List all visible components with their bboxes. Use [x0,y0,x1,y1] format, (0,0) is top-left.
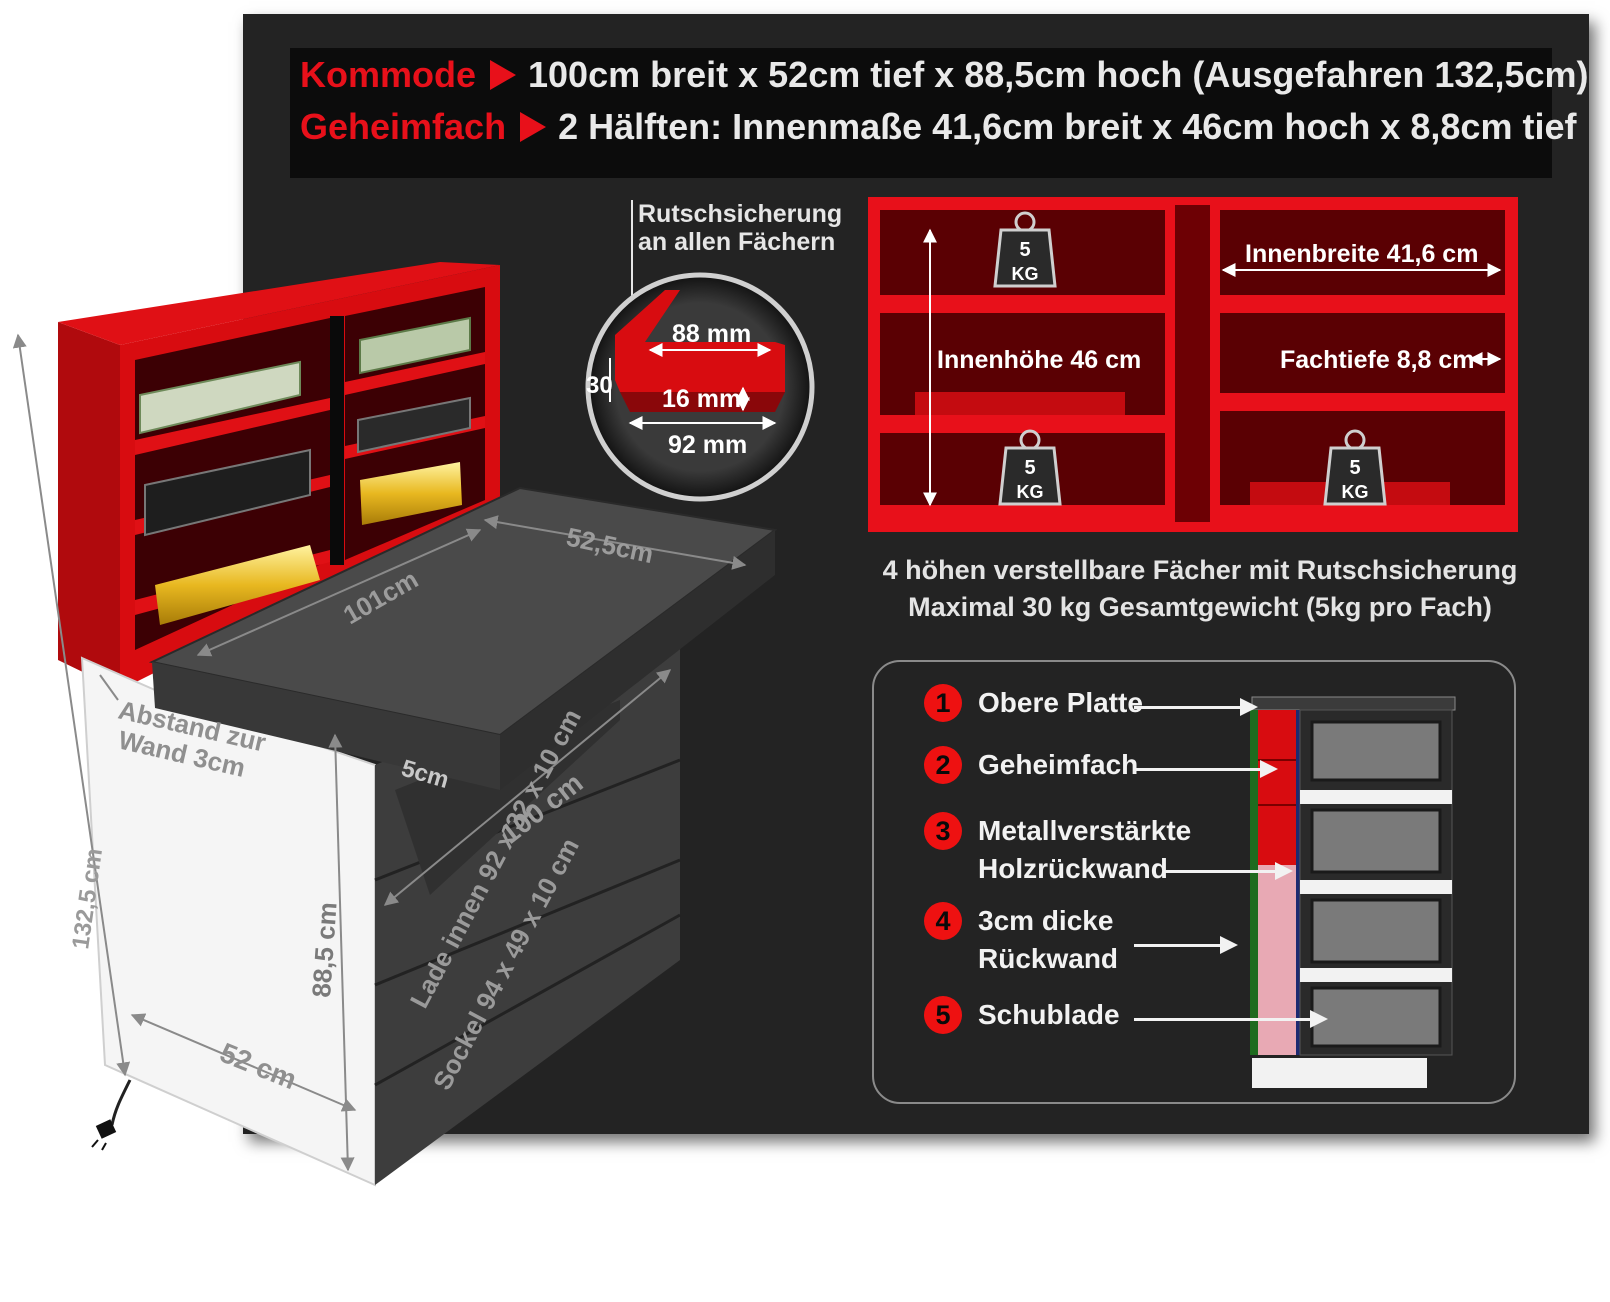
legend-label: Metallverstärkte Holzrückwand [978,812,1191,888]
anti-slip-lip [915,392,1125,415]
height-132-line [12,333,131,1077]
header-label-kommode: Kommode [300,54,477,95]
section-base [1252,1058,1427,1088]
weight-value: 5 [1349,457,1360,479]
weight-unit: KG [1342,482,1369,502]
dimensions-header: Kommode 100cm breit x 52cm tief x 88,5cm … [290,48,1589,178]
base-seam [374,913,681,1087]
legend-number: 5 [924,996,962,1034]
section-back-wall-green [1250,710,1258,1055]
legend-label-line: Rückwand [978,943,1119,974]
legend-arrow [1134,1010,1328,1028]
legend-panel: 1 Obere Platte 2 Geheimfach 3 Metallvers… [872,660,1516,1104]
weight-5kg-icon: 5 KG [1323,429,1387,506]
legend-arrow [1134,936,1238,954]
legend-item-2: 2 Geheimfach [924,746,1138,784]
legend-label-line: 3cm dicke [978,905,1114,936]
header-label-geheimfach: Geheimfach [300,106,507,147]
compartment-side-panel [58,322,120,690]
center-divider [1175,205,1210,522]
top-depth-line [483,515,747,570]
dim-height: 88,5 cm [306,901,343,998]
compartment-top-panel [58,262,500,345]
legend-number: 3 [924,812,962,850]
anti-slip-detail: Rutschsicherung an allen Fächern 88 mm 3… [585,200,842,502]
weight-5kg-icon: 5 KG [993,211,1057,288]
section-metal-plate [1296,710,1300,1055]
cabinet-illustration: 132,5 cm Abstand zur Wand 3cm 101cm 52,5… [12,262,778,1187]
gold-bars [360,462,462,525]
weight-value: 5 [1019,239,1030,261]
shelf [135,398,330,455]
cross-section-diagram [1250,696,1456,1088]
caption-line-2: Maximal 30 kg Gesamtgewicht (5kg pro Fac… [908,592,1492,622]
legend-number: 4 [924,902,962,940]
legend-label-line: Holzrückwand [978,853,1168,884]
legend-label: Geheimfach [978,749,1139,780]
header-line-kommode: Kommode 100cm breit x 52cm tief x 88,5cm … [300,54,1589,96]
caption-line-1: 4 höhen verstellbare Fächer mit Rutschsi… [882,555,1518,585]
shelf [1220,393,1505,411]
weight-value: 5 [1024,457,1035,479]
legend-label: 3cm dicke Rückwand [978,902,1118,978]
top-width-line [196,528,482,657]
watch-boxes [144,448,311,537]
legend-number: 2 [924,746,962,784]
legend-label: Schublade [978,999,1120,1030]
detail-lip: 16 mm [662,385,741,413]
shelf [880,295,1165,313]
section-secret-compartment [1258,710,1296,865]
legend-number: 1 [924,684,962,722]
shelf [1220,295,1505,313]
detail-title-1: Rutschsicherung [638,200,842,228]
banknotes-stack [139,360,301,435]
dollar-notes-stack [359,316,471,375]
detail-height: 30 [586,372,613,399]
inner-height-label: Innenhöhe 46 cm [937,346,1141,374]
header-text-kommode: 100cm breit x 52cm tief x 88,5cm hoch (A… [528,54,1589,95]
depth-label: Fachtiefe 8,8 cm [1280,346,1475,374]
legend-label-line: Metallverstärkte [978,815,1192,846]
legend-item-4: 4 3cm dicke Rückwand [924,902,1118,978]
legend-arrow [1134,698,1258,716]
inner-width-label: Innenbreite 41,6 cm [1245,240,1478,268]
legend-arrow [1134,760,1278,778]
weight-5kg-icon: 5 KG [998,429,1062,506]
section-drawers [1300,720,1452,1048]
shelf [880,505,1165,522]
power-plug-icon [91,1079,132,1151]
depth-52-line [130,1013,357,1112]
legend-label: Obere Platte [978,687,1143,718]
wall-gap-leader [99,674,119,701]
legend-item-5: 5 Schublade [924,996,1120,1034]
detail-title-2: an allen Fächern [638,228,835,256]
weight-unit: KG [1017,482,1044,502]
play-triangle-icon [520,112,547,142]
detail-width-bottom: 92 mm [668,431,747,459]
detail-width-top: 88 mm [672,320,751,348]
shelf [880,415,1165,433]
shelf [1220,505,1505,522]
play-triangle-icon [490,60,517,90]
watch-boxes [357,396,471,454]
shelf-caption: 4 höhen verstellbare Fächer mit Rutschsi… [870,552,1530,626]
front-width-line [383,669,672,906]
anti-slip-profile [615,290,785,392]
legend-arrow [1164,862,1293,880]
compartment-front-view: Innenhöhe 46 cm Innenbreite 41,6 cm Fach… [868,197,1518,532]
legend-item-1: 1 Obere Platte [924,684,1143,722]
header-line-geheimfach: Geheimfach 2 Hälften: Innenmaße 41,6cm br… [300,106,1576,148]
weight-unit: KG [1012,264,1039,284]
legend-item-3: 3 Metallverstärkte Holzrückwand [924,812,1191,888]
shelf [345,352,485,395]
header-text-geheimfach: 2 Hälften: Innenmaße 41,6cm breit x 46cm… [558,106,1577,147]
